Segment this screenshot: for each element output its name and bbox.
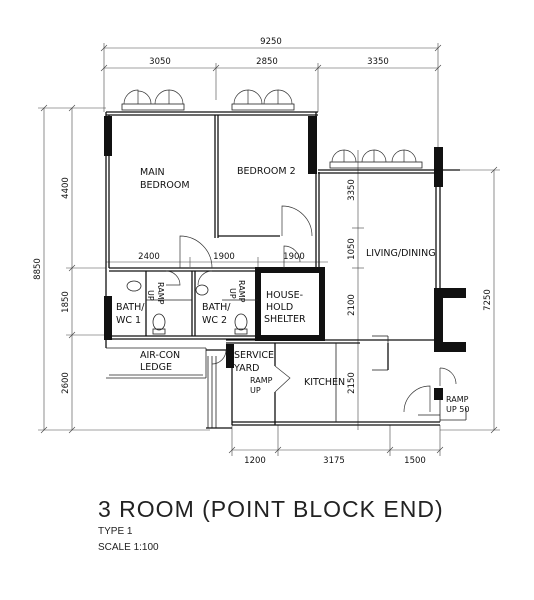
dim-inner-v-3: 2100 (347, 294, 357, 316)
basin-2-icon (195, 284, 209, 296)
windows (121, 89, 457, 413)
dim-left-2: 1850 (61, 291, 71, 313)
ramp-right-label-2: UP 50 (446, 405, 469, 414)
service-yard-label-1: SERVICE (234, 350, 274, 361)
aircon-ledge-label-2: LEDGE (140, 362, 172, 373)
dim-left-3: 2600 (61, 372, 71, 394)
dim-overall-width: 9250 (260, 37, 282, 47)
type-label: TYPE 1 (98, 526, 133, 537)
dimension-labels: 9250 3050 2850 3350 8850 4400 1850 2600 … (33, 37, 493, 466)
service-yard-label-2: YARD (233, 363, 259, 374)
dim-inner-h-1: 2400 (138, 252, 160, 262)
dim-inner-v-2: 1050 (347, 238, 357, 260)
household-shelter-label-2: HOLD (266, 302, 293, 313)
scale-label: SCALE 1:100 (98, 542, 159, 553)
household-shelter-label-3: SHELTER (264, 314, 306, 325)
dim-bottom-2: 3175 (323, 456, 345, 466)
plan-title: 3 ROOM (POINT BLOCK END) (98, 496, 444, 522)
dim-inner-h-3: 1900 (283, 252, 305, 262)
toilet-1-icon (152, 313, 166, 331)
dim-inner-v-4: 2150 (347, 372, 357, 394)
dimension-lines (38, 43, 500, 456)
ramp-bath-1-label-1: RAMP (156, 282, 165, 305)
household-shelter-label-1: HOUSE- (266, 290, 303, 301)
dim-top-1: 3050 (149, 57, 171, 67)
ramp-bath-1-label-2: UP (146, 290, 155, 301)
room-labels: MAIN BEDROOM BEDROOM 2 LIVING/DINING BAT… (116, 166, 469, 414)
toilet-2-icon (234, 313, 248, 331)
bath-wc-1-label-1: BATH/ (116, 302, 145, 313)
dim-left-overall: 8850 (33, 258, 43, 280)
dim-top-2: 2850 (256, 57, 278, 67)
basin-1-icon (126, 280, 142, 292)
dim-right-overall: 7250 (483, 289, 493, 311)
dim-bottom-3: 1500 (404, 456, 426, 466)
main-bedroom-label-1: MAIN (140, 167, 165, 178)
ramp-right-label-1: RAMP (446, 395, 469, 404)
dim-inner-v-1: 3350 (347, 179, 357, 201)
ramp-bath-2-label-1: RAMP (237, 280, 246, 303)
main-bedroom-label-2: BEDROOM (140, 180, 190, 191)
ramp-yard-label-2: UP (250, 386, 261, 395)
dim-inner-h-2: 1900 (213, 252, 235, 262)
bedroom-2-label: BEDROOM 2 (237, 166, 296, 177)
kitchen-label: KITCHEN (304, 377, 345, 388)
walls (104, 111, 467, 429)
bath-wc-2-label-2: WC 2 (202, 315, 227, 326)
ramp-bath-2-label-2: UP (228, 288, 237, 299)
bath-wc-1-label-2: WC 1 (116, 315, 141, 326)
aircon-ledge-label-1: AIR-CON (140, 350, 180, 361)
bath-wc-2-label-1: BATH/ (202, 302, 231, 313)
dim-bottom-1: 1200 (244, 456, 266, 466)
dim-top-3: 3350 (367, 57, 389, 67)
ramp-yard-label-1: RAMP (250, 376, 273, 385)
living-dining-label: LIVING/DINING (366, 248, 436, 259)
bath-fixtures (126, 280, 258, 335)
dim-left-1: 4400 (61, 177, 71, 199)
